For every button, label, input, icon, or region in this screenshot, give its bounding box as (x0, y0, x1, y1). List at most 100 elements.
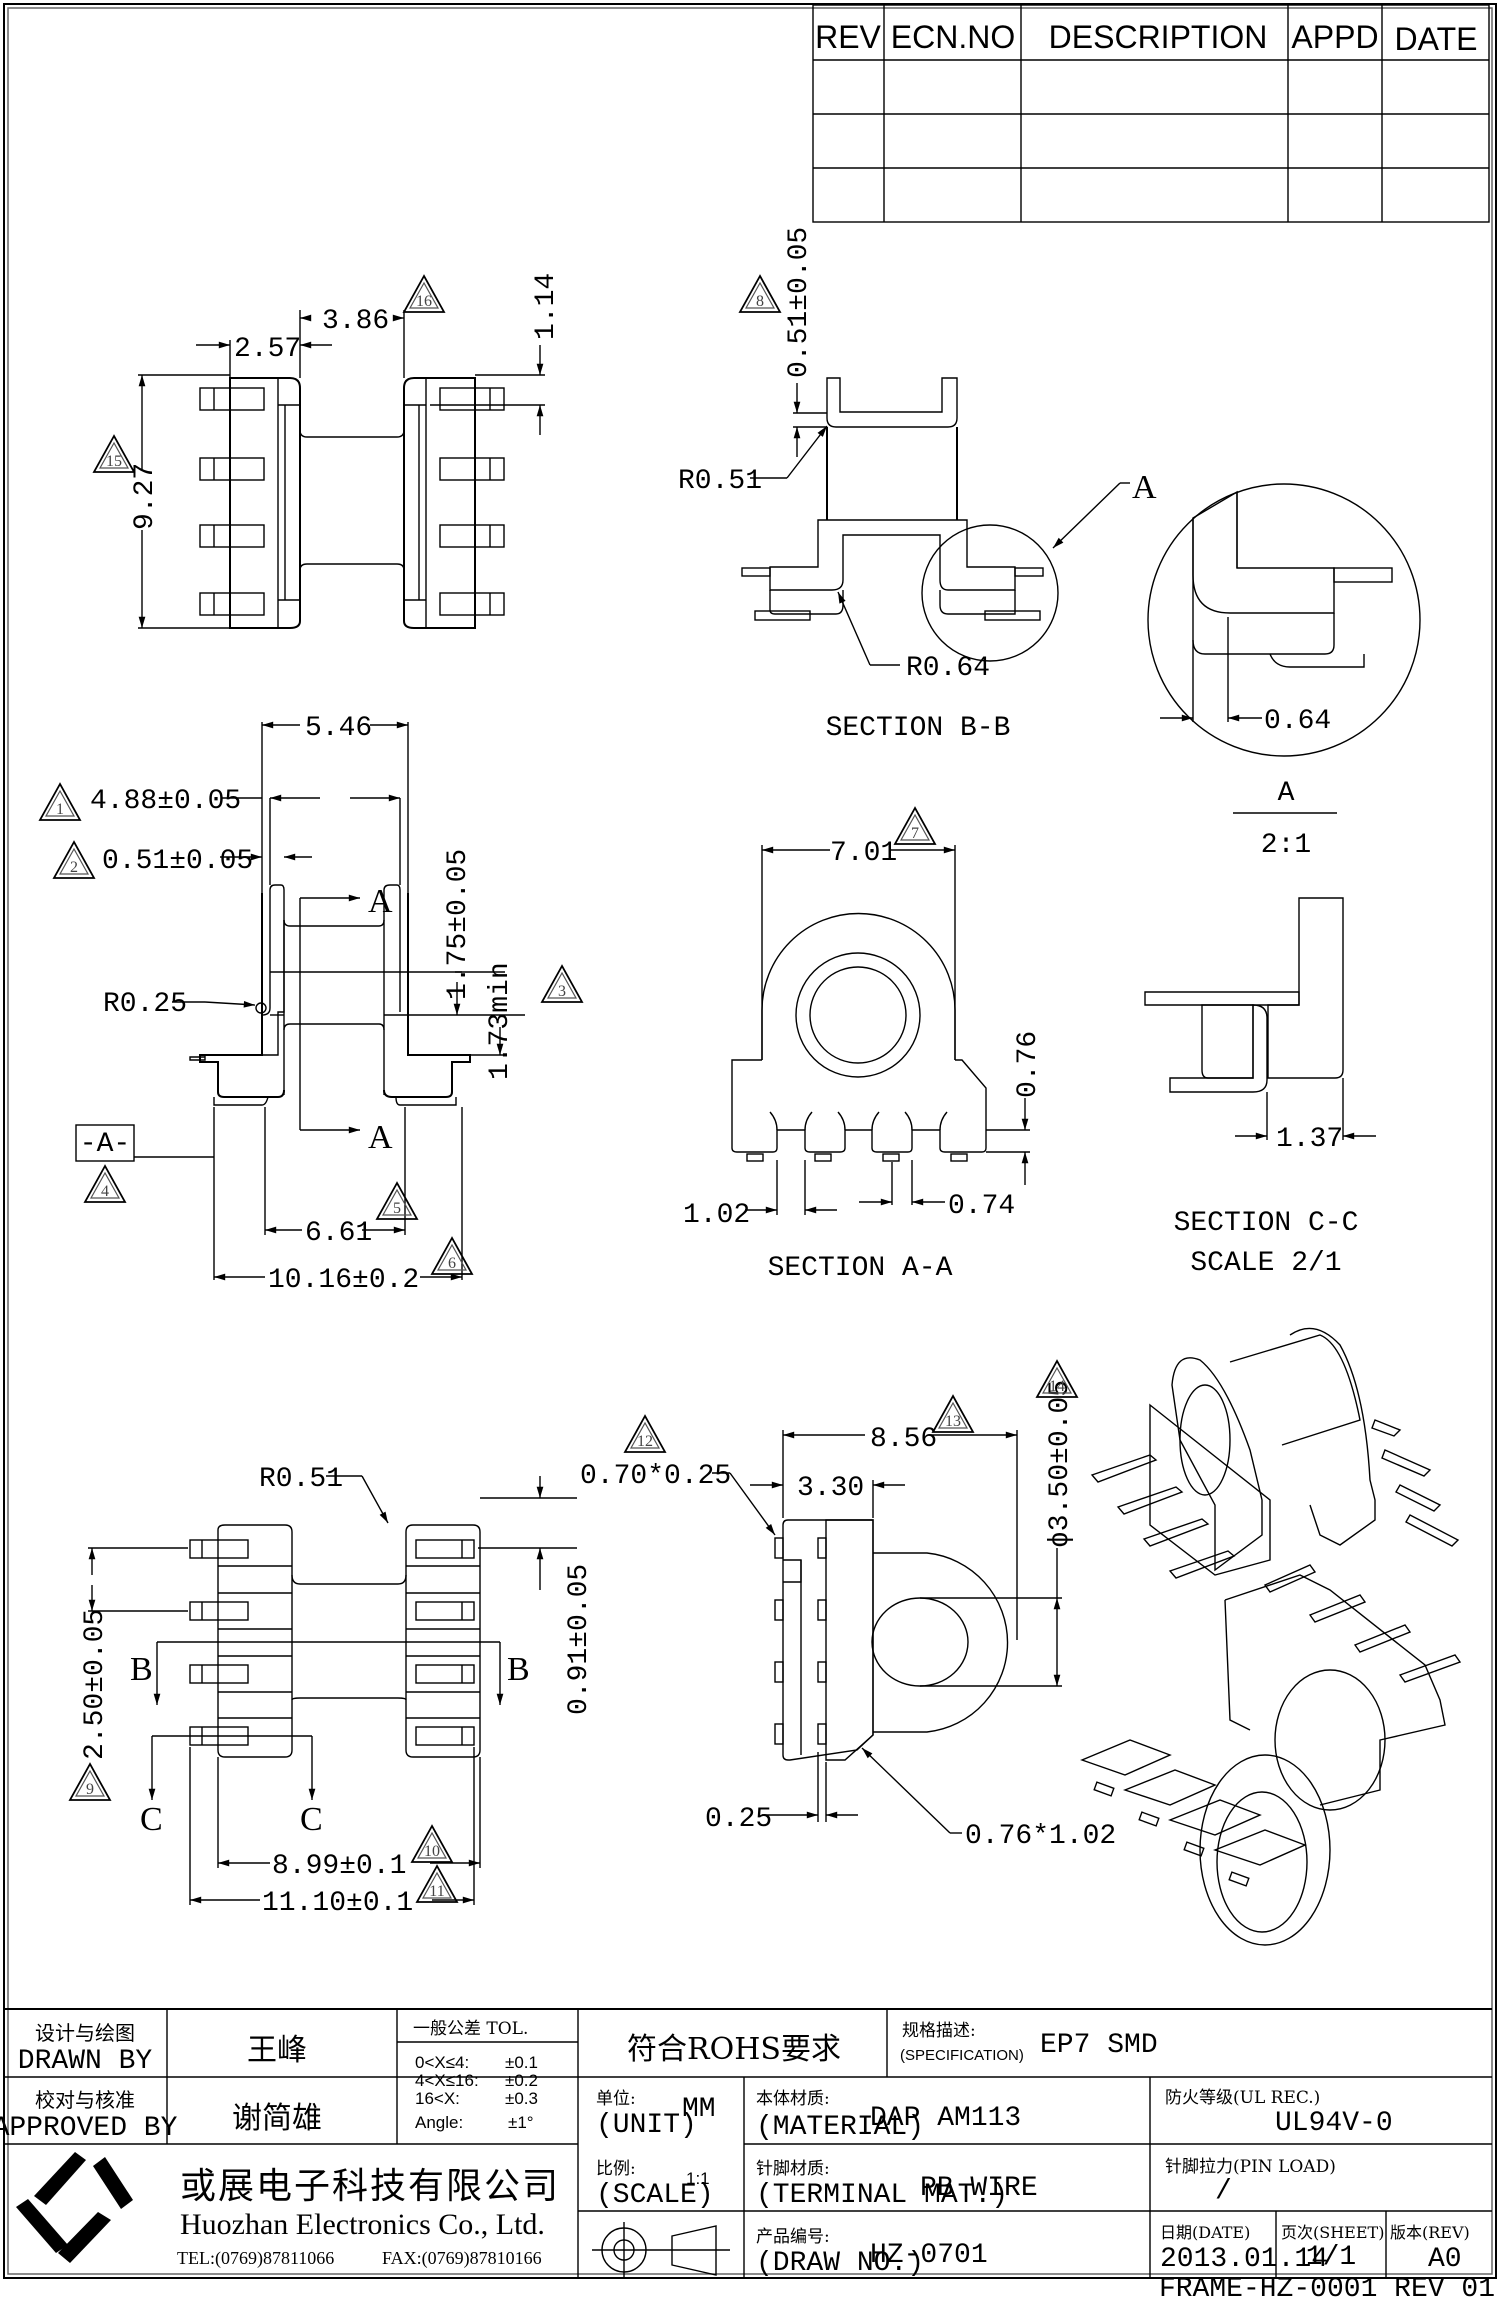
dim-4-88: 4.88±0.05 (90, 786, 241, 817)
dim-0-64: 0.64 (1264, 706, 1331, 737)
section-mark-b-right: B (507, 1651, 530, 1688)
dim-5-46: 5.46 (305, 713, 372, 744)
rev-label: 版本(REV) (1390, 2223, 1470, 2242)
drawno-label-cn: 产品编号: (756, 2227, 830, 2247)
detail-circle-a (921, 524, 1059, 662)
scale-label-en: (SCALE) (596, 2180, 714, 2211)
rohs-compliance: 符合ROHS要求 (627, 2032, 841, 2067)
drawno-label-en: (DRAW NO.) (756, 2248, 924, 2279)
svg-text:15: 15 (106, 453, 122, 470)
dim-2-57: 2.57 (234, 334, 301, 365)
sheet-label: 页次(SHEET) (1281, 2223, 1384, 2242)
dim-0-51-front: 0.51±0.05 (102, 846, 253, 877)
dim-0-76x1-02: 0.76*1.02 (965, 1821, 1116, 1852)
isometric-view-top (1090, 1327, 1460, 1579)
company-name-cn: 或展电子科技有限公司 (180, 2166, 560, 2207)
radius-r0-64: R0.64 (906, 653, 990, 684)
drawn-by-label-en: DRAWN BY (18, 2046, 153, 2077)
spec-label-cn: 规格描述: (902, 2021, 976, 2041)
dim-0-76-aa: 0.76 (1013, 1031, 1044, 1098)
svg-text:11: 11 (429, 1883, 444, 1900)
material-label-cn: 本体材质: (756, 2089, 830, 2109)
svg-text:9: 9 (86, 1781, 94, 1798)
balloon-15: 15 (93, 435, 135, 473)
section-mark-c-left: C (140, 1801, 163, 1838)
balloon-1: 1 (39, 783, 81, 821)
svg-text:2: 2 (70, 859, 78, 876)
unit-label-en: (UNIT) (596, 2110, 697, 2141)
section-cc: 1.37 SECTION C-C SCALE 2/1 (1144, 897, 1376, 1279)
dim-0-70x0-25: 0.70*0.25 (580, 1461, 731, 1492)
approved-by-name: 谢简雄 (232, 2101, 322, 2136)
spec-value: EP7 SMD (1040, 2030, 1158, 2061)
balloon-12: 12 (624, 1415, 666, 1453)
date-value: 2013.01.14 (1160, 2244, 1328, 2275)
balloon-14: 14 (1036, 1360, 1078, 1398)
top-view-pins-right (439, 387, 505, 616)
section-mark-a-bottom: A (368, 1119, 393, 1156)
svg-text:8: 8 (756, 293, 764, 310)
balloon-8: 8 (739, 275, 781, 313)
radius-r0-51-bb: R0.51 (678, 466, 762, 497)
date-label: 日期(DATE) (1160, 2223, 1250, 2242)
section-bb-title: SECTION B-B (826, 713, 1011, 744)
balloon-5: 5 (376, 1182, 418, 1220)
material-label-en: (MATERIAL) (756, 2112, 924, 2143)
description-header: DESCRIPTION (1049, 19, 1268, 55)
svg-text:12: 12 (637, 1433, 653, 1450)
terminal-label-en: (TERMINAL MAT.) (756, 2180, 1008, 2211)
dim-8-99: 8.99±0.1 (272, 1851, 406, 1882)
approved-by-label-en: APPROVED BY (0, 2113, 178, 2144)
isometric-view-bottom (1080, 1564, 1462, 1946)
company-logo-icon (16, 2152, 133, 2263)
top-view-pins-left (199, 387, 265, 616)
balloon-6: 6 (431, 1237, 473, 1275)
svg-text:7: 7 (911, 825, 919, 842)
section-aa-title: SECTION A-A (768, 1253, 953, 1284)
section-bb: A 0.51±0.05 8 R0.51 R0.64 SECTION B-B (678, 227, 1157, 744)
bottom-view: B B C C R0.51 2.50±0.05 9 0.91±0.05 8.99… (69, 1464, 595, 1919)
tol-range-1: 4<X≤16: (415, 2071, 479, 2090)
frame-code: FRAME-HZ-0001 REV 01 (1159, 2274, 1495, 2303)
tol-range-3: Angle: (415, 2113, 463, 2132)
revision-table: REV ECN.NO DESCRIPTION APPD DATE (812, 4, 1490, 223)
balloon-3: 3 (541, 965, 583, 1003)
top-view: 2.57 3.86 1.14 9.27 15 16 (93, 273, 562, 629)
svg-text:1: 1 (56, 801, 64, 818)
side-view-pin-stubs (774, 1537, 827, 1745)
svg-text:4: 4 (101, 1183, 109, 1200)
rev-value: A0 (1428, 2244, 1462, 2275)
pin-load-value: / (1215, 2176, 1232, 2207)
dim-0-25: 0.25 (705, 1804, 772, 1835)
terminal-value: PB WIRE (920, 2173, 1038, 2204)
dim-9-27: 9.27 (130, 463, 161, 530)
dim-phi-3-50: ϕ3.50±0.05 (1045, 1380, 1076, 1548)
sheet-value: 1/1 (1306, 2242, 1356, 2273)
dim-6-61: 6.61 (305, 1218, 372, 1249)
detail-ref-a: A (1132, 469, 1157, 506)
dim-3-30: 3.30 (797, 1473, 864, 1504)
balloon-2: 2 (53, 841, 95, 879)
svg-text:3: 3 (558, 983, 566, 1000)
tol-value-2: ±0.3 (505, 2089, 538, 2108)
rev-header: REV (815, 19, 881, 55)
drawing-number: HZ-0701 (870, 2240, 988, 2271)
dim-0-51-bb: 0.51±0.05 (784, 227, 815, 378)
datum-a: -A- (80, 1129, 130, 1160)
projection-symbol-icon (592, 2222, 730, 2278)
appd-header: APPD (1291, 19, 1378, 55)
detail-a-label: A (1278, 778, 1295, 809)
tol-value-0: ±0.1 (505, 2053, 538, 2072)
balloon-9: 9 (69, 1763, 111, 1801)
svg-text:16: 16 (416, 293, 432, 310)
section-cc-scale: SCALE 2/1 (1190, 1248, 1341, 1279)
dim-8-56: 8.56 (870, 1424, 937, 1455)
svg-text:10: 10 (424, 1843, 440, 1860)
dim-2-50: 2.50±0.05 (80, 1609, 111, 1760)
front-view: A A 5.46 4.88±0.05 1 0.51±0.05 2 R0.25 1… (39, 713, 583, 1296)
balloon-16: 16 (403, 275, 445, 313)
balloon-10: 10 (411, 1825, 453, 1863)
detail-a-scale: 2:1 (1261, 830, 1311, 861)
svg-text:13: 13 (945, 1413, 961, 1430)
